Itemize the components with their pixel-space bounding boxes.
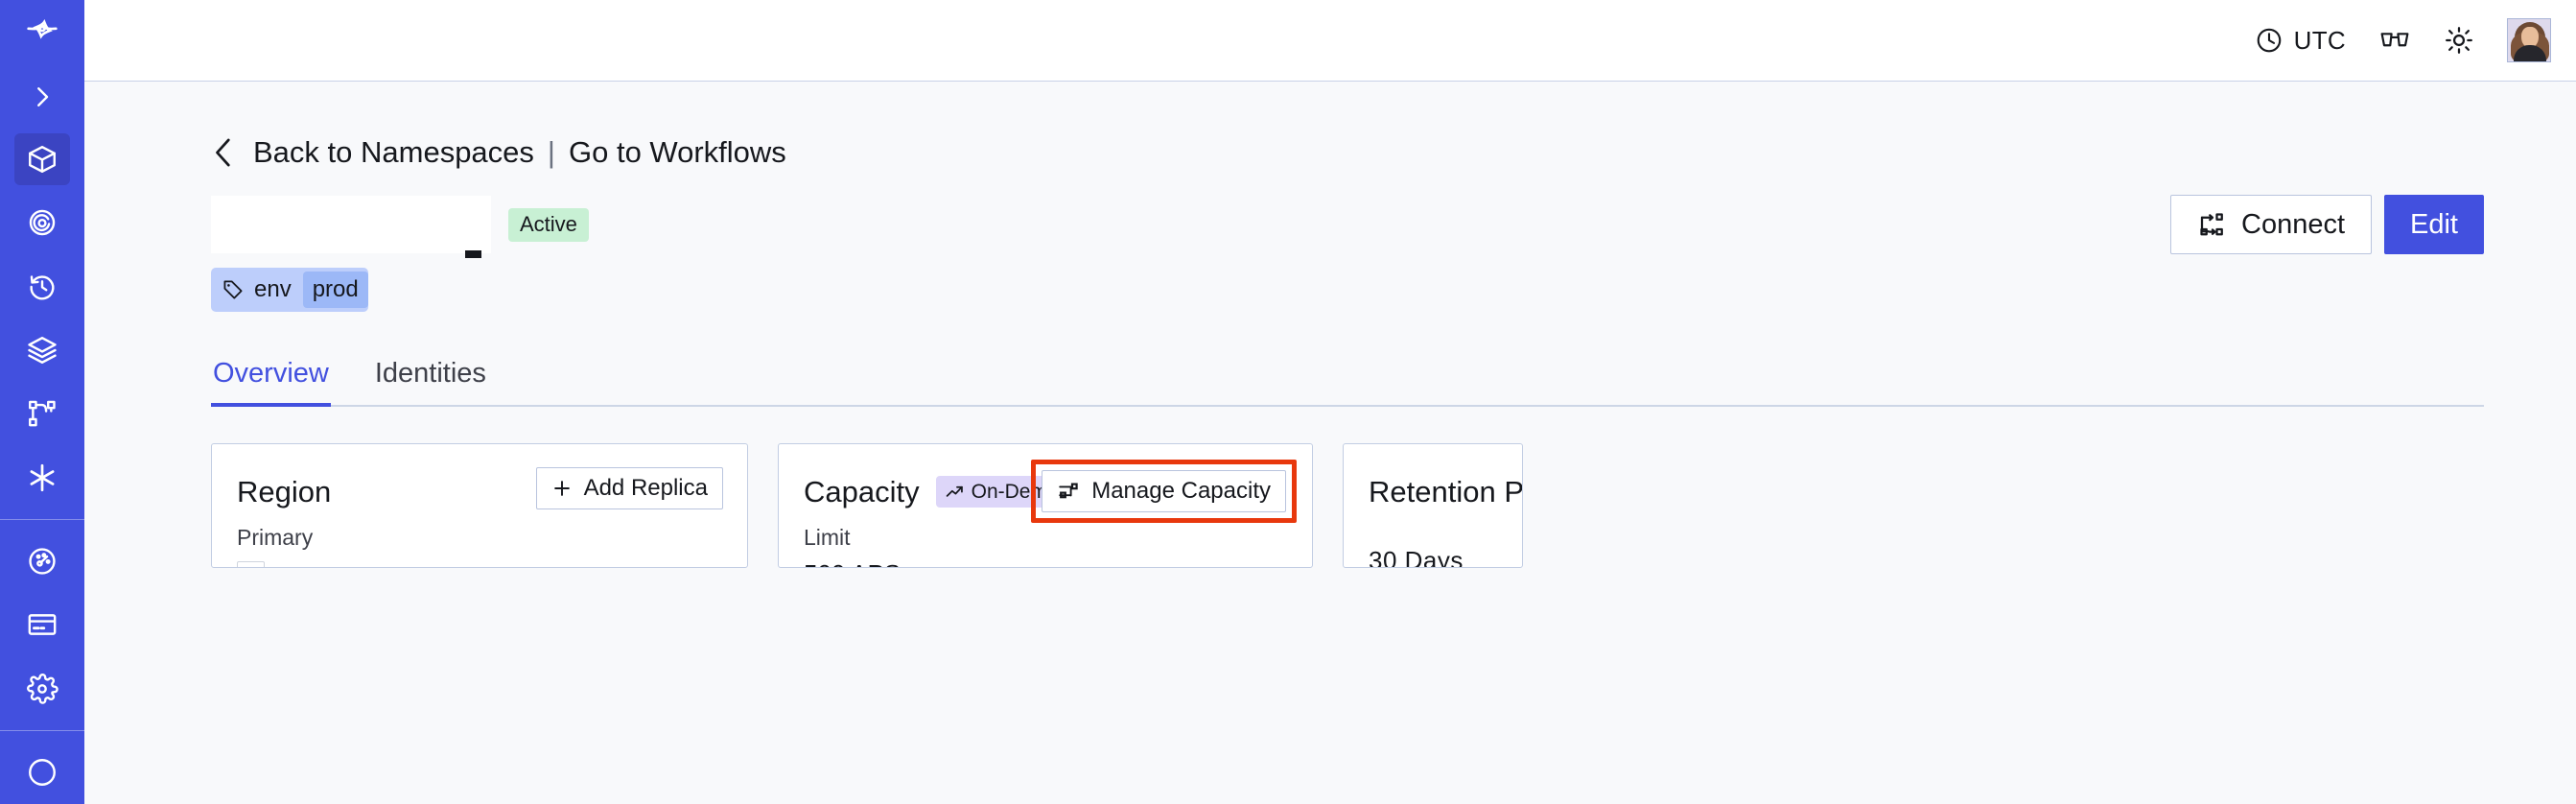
branch-nodes-icon [29,401,56,427]
retention-card-title: Retention Period [1369,474,1523,508]
breadcrumb-workflows-link[interactable]: Go to Workflows [568,135,786,169]
capacity-card-title: Capacity [804,474,920,508]
credit-card-icon [28,614,57,636]
glasses-icon [2380,33,2409,47]
layers-icon [28,337,57,365]
gear-icon [27,673,59,704]
sidebar-item-usage[interactable] [14,535,70,587]
overview-cards: Region Add Replica Primary aws [211,443,2484,568]
manage-capacity-button[interactable]: Manage Capacity [1042,470,1286,512]
region-card-header: Region [237,469,722,513]
namespace-header: Active Connect [211,195,2484,258]
connect-icon [2200,213,2223,236]
manage-capacity-highlight: Manage Capacity [1031,460,1297,523]
region-primary-value-row: aws us-east-1 [237,561,722,568]
timezone-label: UTC [2293,25,2346,55]
clock-rewind-icon [30,275,55,300]
capacity-limit-label: Limit [804,525,851,550]
sidebar-expand-button[interactable] [0,66,84,128]
sidebar-item-layers[interactable] [14,324,70,376]
add-replica-label: Add Replica [583,475,708,501]
edit-button-label: Edit [2410,208,2458,240]
page-content: Back to Namespaces | Go to Workflows Act… [84,82,2576,804]
sun-icon [2446,27,2472,54]
clock-icon [2257,28,2281,53]
trending-up-icon [946,485,963,497]
tab-overview[interactable]: Overview [211,358,331,407]
sidebar-item-workflows[interactable] [14,388,70,439]
aws-icon: aws [237,561,265,567]
sliders-icon [1059,483,1078,499]
timezone-selector[interactable]: UTC [2255,26,2346,56]
top-bar: UTC [84,0,2576,82]
eye-spiral-icon [29,210,56,236]
retention-value: 30 Days [1369,546,1464,568]
sidebar-item-namespaces[interactable] [14,132,70,186]
status-badge: Active [508,207,589,242]
retention-card-header: Retention Period [1369,469,1522,513]
connect-button-label: Connect [2241,208,2346,240]
sidebar-item-billing[interactable] [14,599,70,650]
retention-card: Retention Period 30 Days [1343,443,1523,568]
avatar-body [2514,45,2546,61]
breadcrumb-separator: | [547,135,555,169]
header-actions: Connect Edit [2170,195,2484,254]
chevron-right-icon [37,87,49,107]
tab-overview-label: Overview [213,358,329,389]
app-logo[interactable] [0,0,84,66]
connect-button[interactable]: Connect [2170,195,2373,254]
region-card-action: Add Replica [535,467,723,509]
sidebar-item-settings[interactable] [14,662,70,714]
add-replica-button[interactable]: Add Replica [535,467,723,509]
breadcrumb-back-link[interactable]: Back to Namespaces [253,135,534,169]
capacity-limit-value: 500 APS [804,561,1287,567]
tag-icon [223,280,243,299]
reading-mode-button[interactable] [2378,26,2411,55]
sidebar-item-observe[interactable] [14,197,70,248]
page-title [211,196,491,258]
sidebar-item-integrations[interactable] [14,452,70,504]
capacity-card: Capacity On-Demand [778,443,1313,568]
tag-value: prod [302,272,368,308]
tag-row: env prod [211,268,2484,312]
avatar-face [2521,27,2539,48]
help-circle-icon [29,758,56,786]
plus-icon [553,481,570,496]
left-sidebar [0,0,84,804]
manage-capacity-label: Manage Capacity [1091,478,1271,504]
asterisk-icon [30,463,55,491]
edit-button[interactable]: Edit [2384,195,2484,254]
tab-identities[interactable]: Identities [373,358,488,405]
sidebar-divider-1 [0,518,84,520]
main-column: UTC [84,0,2576,804]
sidebar-divider-2 [0,729,84,731]
back-button[interactable] [211,136,236,169]
sidebar-item-history[interactable] [14,261,70,313]
region-primary-label: Primary [237,525,314,550]
breadcrumb: Back to Namespaces | Go to Workflows [211,135,2484,170]
temporal-logo-icon [27,18,58,39]
sidebar-item-help[interactable] [14,746,70,798]
theme-toggle-button[interactable] [2444,25,2474,56]
tab-identities-label: Identities [374,358,486,389]
avatar[interactable] [2507,18,2551,62]
region-card-title: Region [237,474,332,508]
region-primary-value: us-east-1 [275,563,379,568]
cube-icon [29,146,56,174]
tab-bar: Overview Identities [211,358,2484,407]
top-bar-actions: UTC [2255,18,2551,62]
gauge-icon [29,548,56,575]
namespace-tag[interactable]: env prod [211,268,368,312]
region-card: Region Add Replica Primary aws [211,443,748,568]
tag-key: env [254,276,292,302]
chevron-left-icon [216,138,230,167]
